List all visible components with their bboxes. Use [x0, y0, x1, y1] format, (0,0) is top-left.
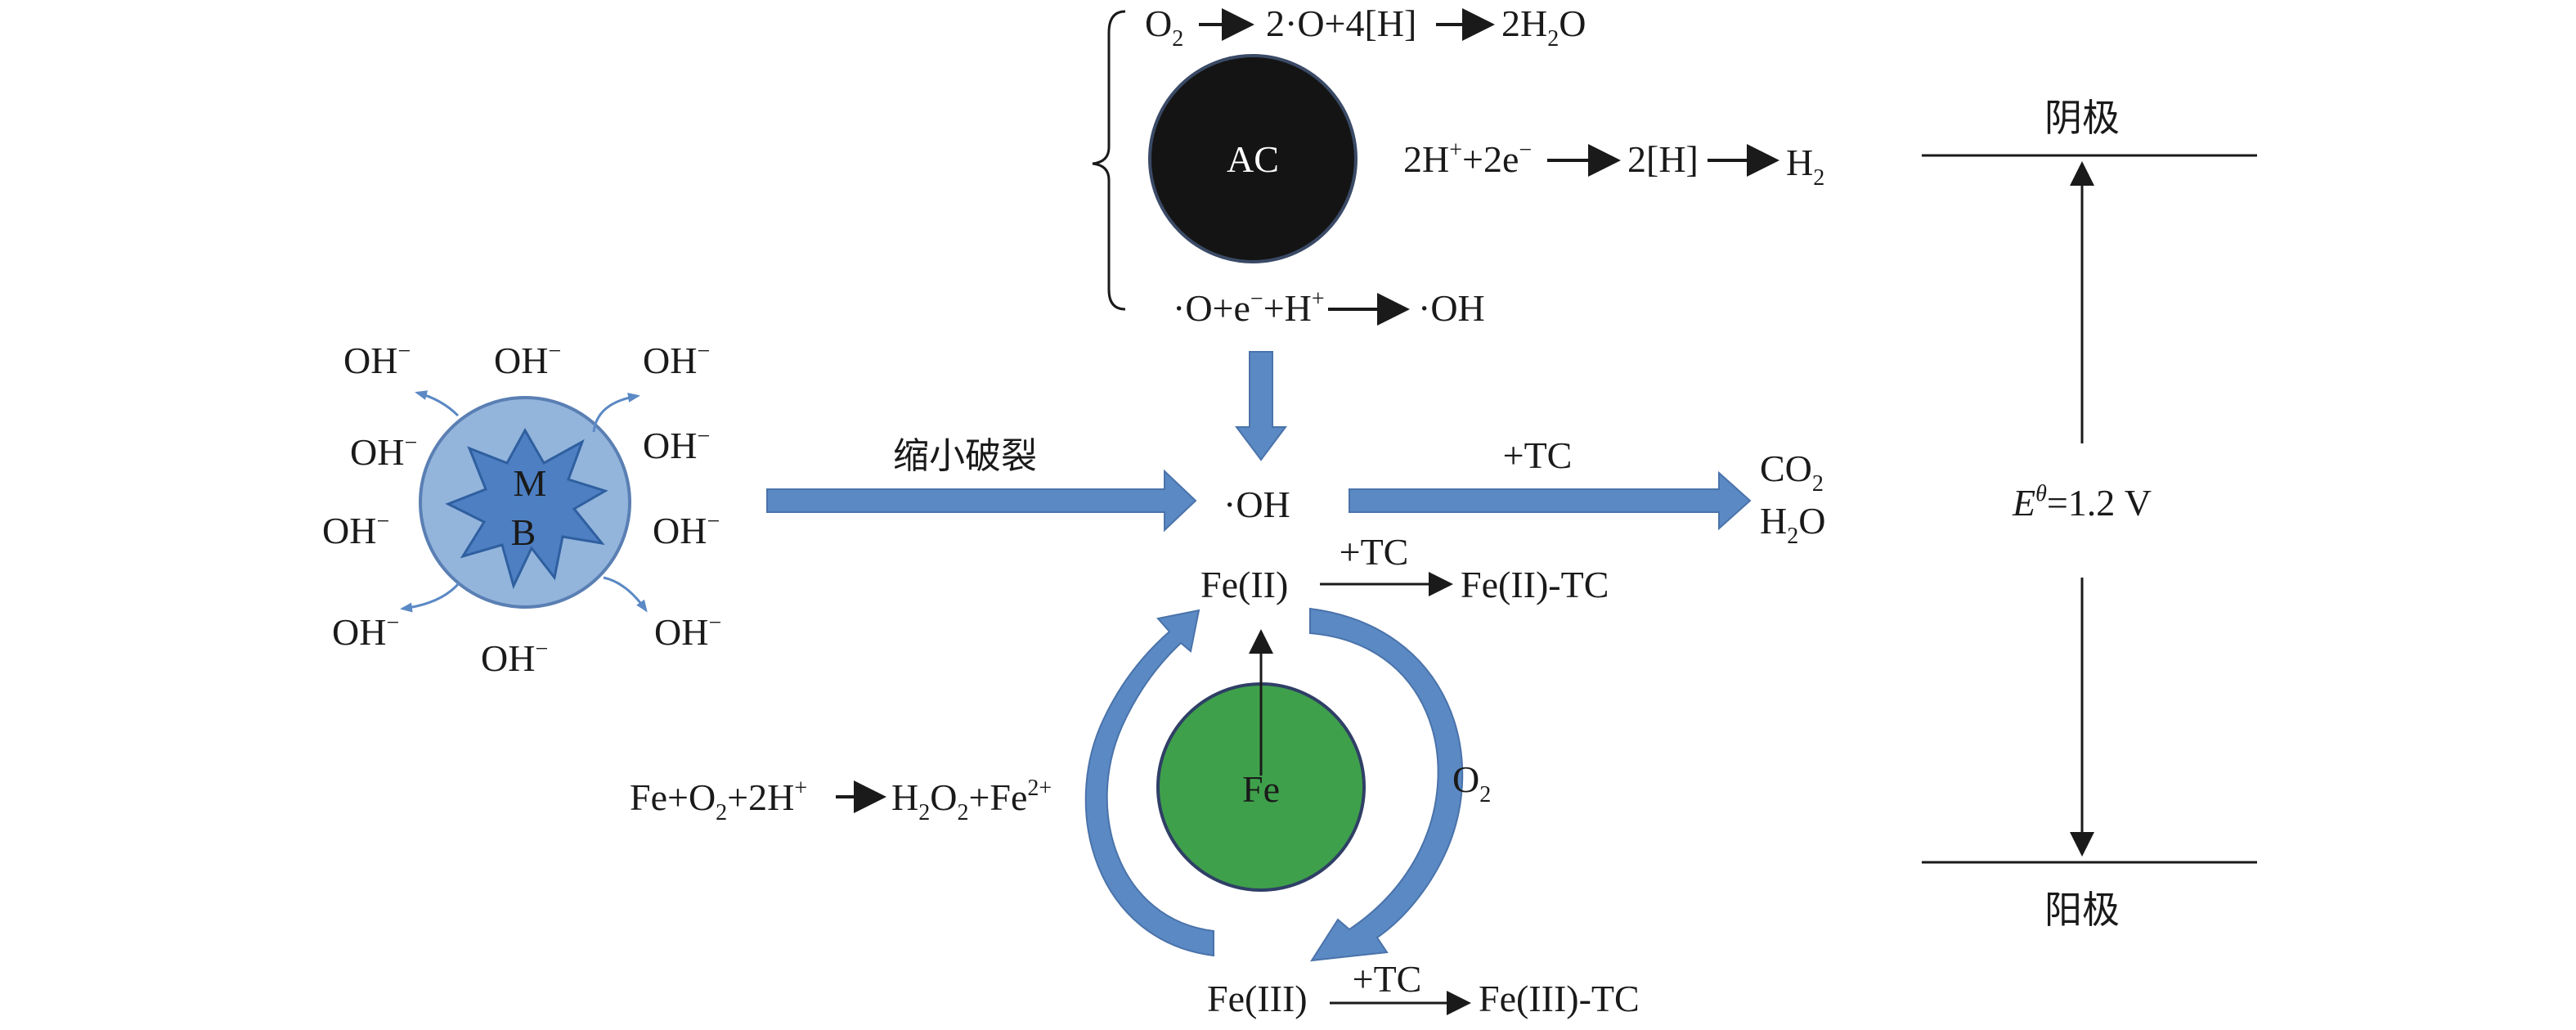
tc-label: +TC [1503, 434, 1573, 476]
ion-oh: OH− [350, 430, 417, 473]
fe2-tc-label: +TC [1340, 531, 1409, 573]
ac-to-oh-arrow [1235, 351, 1287, 461]
ion-oh: OH− [322, 509, 389, 551]
ion-oh: OH− [653, 509, 720, 551]
ac-reaction-1-middle: 2·O+4[H] [1266, 2, 1416, 44]
ion-oh: OH− [643, 424, 710, 466]
ion-oh: OH− [643, 339, 710, 381]
fenton-equation-product: H2O2+Fe2+ [891, 776, 1052, 825]
fe-section: Fe Fe(II) +TC Fe(II)-TC Fe(III) +TC Fe(I… [630, 531, 1640, 1019]
ac-reaction-1-o2: O2 [1145, 2, 1183, 52]
ac-label: AC [1227, 138, 1279, 180]
fe2-tc-product: Fe(II)-TC [1461, 564, 1609, 605]
potential-label: Eθ=1.2 V [2012, 481, 2152, 524]
cycle-arrow-right [1309, 607, 1464, 962]
ac-reaction-1-product: 2H2O [1501, 2, 1586, 52]
hydroxyl-radical-label: ·OH [1223, 484, 1290, 525]
fe2-label: Fe(II) [1200, 564, 1288, 605]
mb-dispersal-arrow-bottom-right [603, 576, 648, 613]
ac-reaction-2-reactant: 2H++2e− [1403, 137, 1532, 180]
ac-reaction-2-product: H2 [1786, 142, 1824, 191]
mb-section: M B OH− OH− OH− OH− OH− OH− OH− OH− OH− … [322, 339, 721, 679]
mb-dispersal-arrow-top-right [592, 392, 640, 433]
ac-section: AC O2 2·O+4[H] 2H2O 2H++2e− 2[H] H2 ·O+e… [1092, 2, 1824, 329]
mb-label-b: B [511, 511, 536, 553]
ac-bracket [1092, 10, 1126, 311]
ac-reaction-3-product: ·OH [1418, 287, 1485, 329]
fenton-equation-reactant: Fe+O2+2H+ [630, 776, 807, 825]
mb-burst-star [445, 427, 608, 590]
fe3-tc-product: Fe(III)-TC [1479, 978, 1640, 1019]
cycle-o2-label: O2 [1452, 758, 1491, 807]
shrink-arrow [766, 469, 1197, 533]
ion-oh: OH− [654, 610, 721, 653]
mb-dispersal-arrow-bottom-left [400, 582, 461, 613]
ion-oh: OH− [343, 339, 411, 381]
mb-dispersal-arrow-top-left [415, 390, 460, 417]
cycle-arrow-left [1084, 609, 1214, 957]
ion-oh: OH− [332, 610, 399, 653]
anode-label: 阳极 [2044, 888, 2120, 932]
ac-reaction-3-reactant: ·O+e−+H+ [1173, 286, 1325, 329]
ion-oh: OH− [494, 339, 561, 381]
ion-oh: OH− [481, 636, 548, 679]
fe3-label: Fe(III) [1207, 978, 1308, 1019]
electrode-section: 阴极 Eθ=1.2 V 阳极 [1922, 96, 2257, 932]
fe3-tc-label: +TC [1353, 958, 1422, 1000]
oh-to-co2-arrow [1349, 470, 1752, 531]
ac-particle [1148, 54, 1358, 263]
mb-label-m: M [514, 462, 547, 504]
co2-label: CO2 [1760, 448, 1824, 497]
shrink-label: 缩小破裂 [893, 435, 1037, 477]
center-section: 缩小破裂 ·OH +TC CO2 H2O [893, 434, 1825, 549]
ac-reaction-2-middle: 2[H] [1627, 138, 1699, 180]
cathode-label: 阴极 [2044, 96, 2120, 140]
h2o-label: H2O [1760, 500, 1825, 549]
